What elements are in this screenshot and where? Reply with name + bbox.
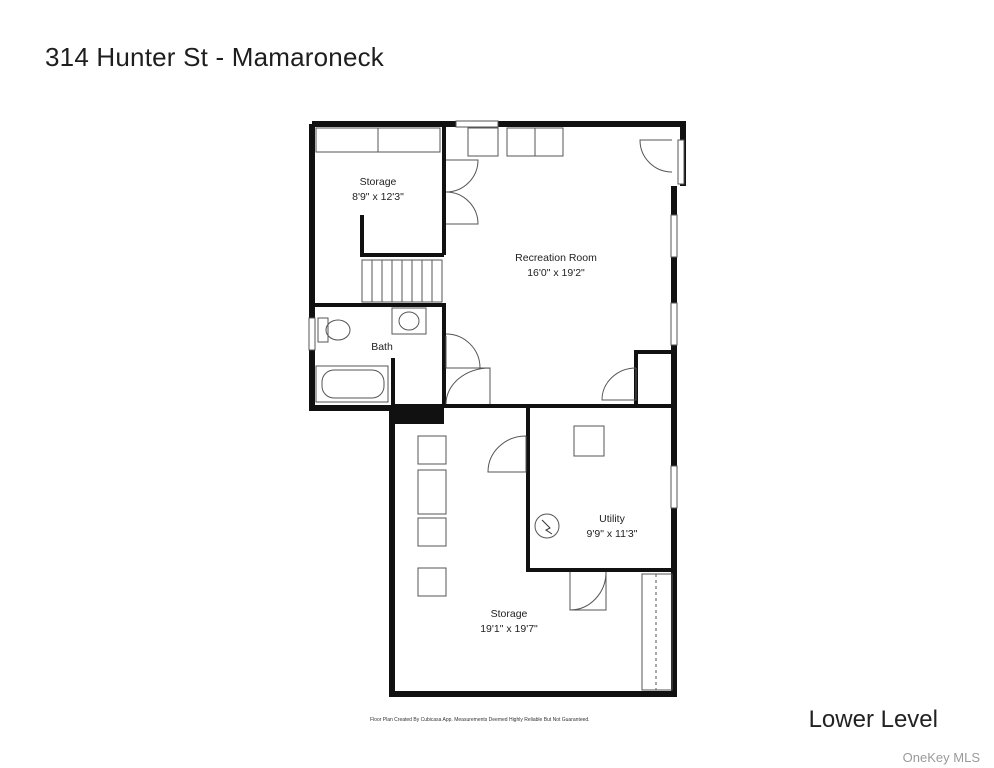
floor-plan-credit: Floor Plan Created By Cubicasa App. Meas…	[370, 717, 590, 723]
utility-unit	[573, 425, 605, 457]
room-label-utility: Utility	[599, 513, 625, 525]
doors	[445, 139, 673, 611]
door-bath	[445, 333, 481, 369]
windows	[308, 120, 685, 509]
room-dims-recreation: 16'0" x 19'2"	[527, 267, 585, 279]
window-right-3	[670, 465, 678, 509]
room-dims-utility: 9'9" x 11'3"	[587, 528, 638, 540]
room-label-bath: Bath	[371, 341, 393, 353]
window-door-right	[677, 139, 685, 185]
door-storage-lower	[569, 571, 607, 611]
door-storage-2	[445, 191, 479, 225]
door-storage-1	[445, 159, 479, 193]
window-right-2	[670, 302, 678, 346]
toilet	[317, 317, 351, 343]
wall-closet	[634, 350, 674, 406]
door-rec-right	[639, 139, 673, 173]
box-3	[417, 517, 447, 547]
door-utility	[487, 435, 527, 473]
box-1	[417, 435, 447, 465]
bathtub	[315, 365, 389, 403]
sink	[391, 307, 427, 335]
window-right-1	[670, 214, 678, 258]
storage-shelving	[641, 573, 673, 691]
room-label-storage-top: Storage	[360, 176, 397, 188]
box-2	[417, 469, 447, 515]
interior-walls	[314, 126, 674, 572]
water-heater	[534, 513, 560, 539]
fixtures	[315, 127, 673, 691]
room-label-storage-lower: Storage	[491, 608, 528, 620]
wall-utility	[526, 406, 674, 572]
rec-cabinet-1	[467, 127, 499, 157]
page-title: 314 Hunter St - Mamaroneck	[45, 42, 385, 72]
door-south	[445, 367, 491, 405]
chimney-block	[392, 404, 444, 424]
room-label-recreation: Recreation Room	[515, 252, 597, 264]
window-bath	[308, 317, 316, 351]
window-top	[455, 120, 499, 128]
level-label: Lower Level	[808, 706, 938, 733]
door-closet	[601, 367, 637, 401]
watermark: OneKey MLS	[902, 750, 980, 765]
room-dims-storage-top: 8'9" x 12'3"	[352, 191, 404, 203]
stairs	[361, 259, 443, 303]
room-dims-storage-lower: 19'1" x 19'7"	[480, 623, 538, 635]
box-4	[417, 567, 447, 597]
